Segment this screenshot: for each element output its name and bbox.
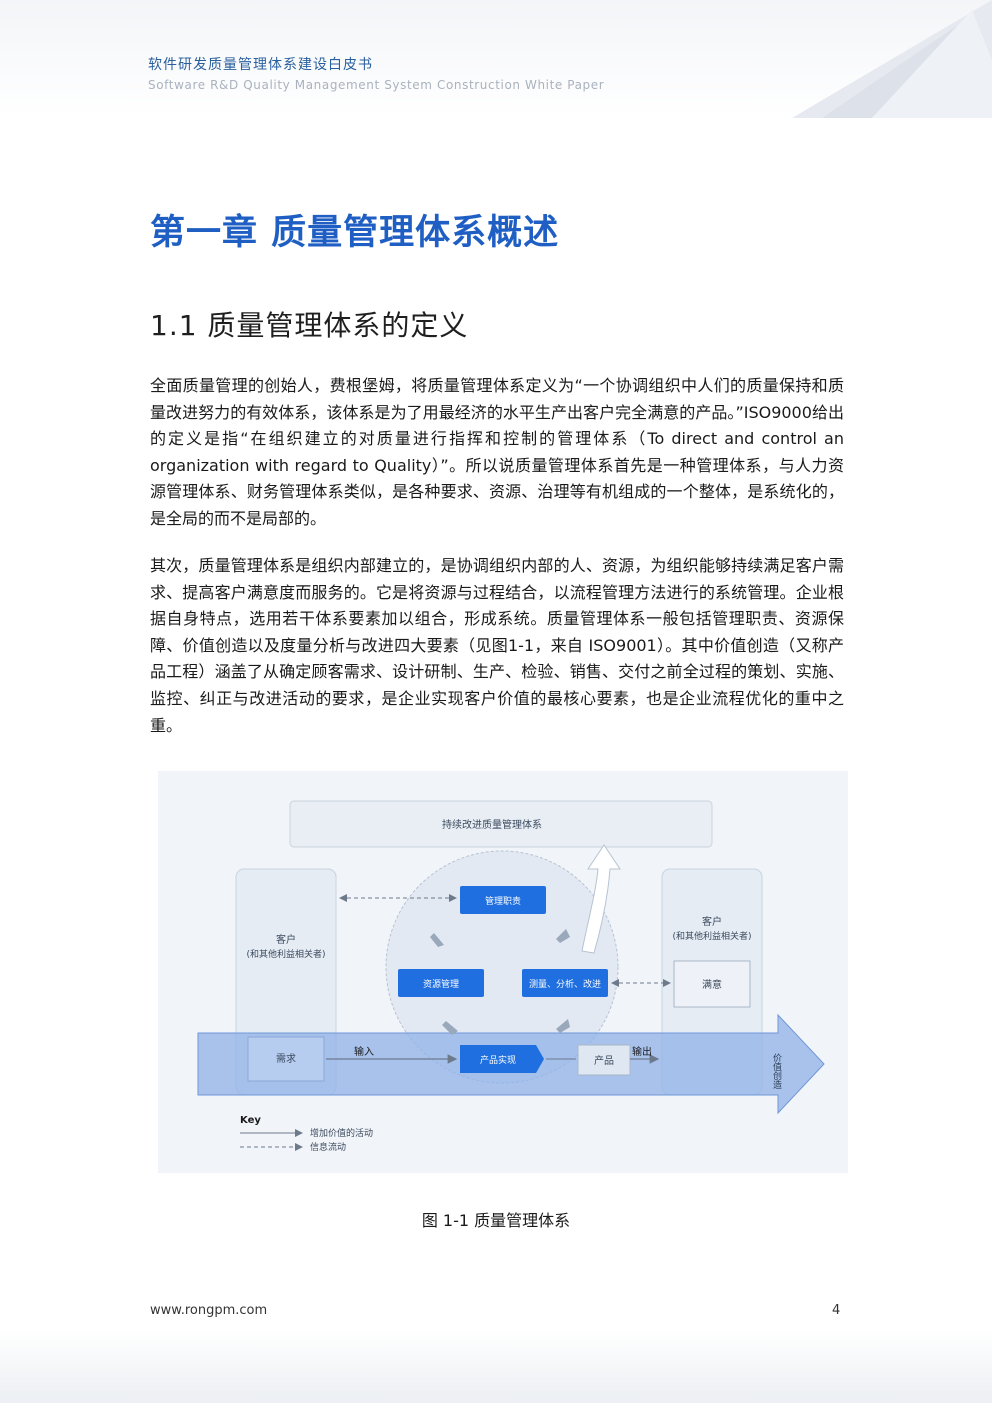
product-realization-box [460, 1045, 544, 1073]
cycle-arrow-realization-to-measurement [556, 1019, 570, 1033]
section-title: 1.1 质量管理体系的定义 [150, 309, 469, 342]
quality-management-system-figure: 持续改进质量管理体系 客户 (和其他利益相关者) 客户 (和其他利益相关者) 满… [158, 771, 848, 1173]
product-realization-label: 产品实现 [480, 1054, 516, 1066]
customer-right-sublabel: (和其他利益相关者) [672, 930, 751, 942]
satisfaction-box [673, 960, 751, 1008]
management-responsibility-label: 管理职责 [485, 895, 521, 907]
customer-left-label: 客户 [276, 933, 296, 946]
paragraph-system-elements: 其次，质量管理体系是组织内部建立的，是协调组织内部的人、资源，为组织能够持续满足… [150, 556, 844, 735]
footer-url[interactable]: www.rongpm.com [150, 1303, 268, 1318]
product-label: 产品 [594, 1054, 614, 1067]
requirements-box [247, 1036, 325, 1082]
cycle-arrow-resource-to-realization [442, 1021, 458, 1035]
header-decoration [792, 0, 992, 118]
output-label: 输出 [632, 1045, 652, 1058]
key-info-flow-label: 信息流动 [310, 1141, 346, 1153]
input-label: 输入 [354, 1045, 374, 1058]
qms-diagram: 持续改进质量管理体系 客户 (和其他利益相关者) 客户 (和其他利益相关者) 满… [197, 800, 825, 1153]
customer-right-label: 客户 [702, 915, 722, 928]
satisfaction-label: 满意 [702, 978, 722, 991]
continuous-improvement-label: 持续改进质量管理体系 [442, 818, 542, 831]
improvement-curved-arrow [581, 844, 621, 954]
resource-management-box [398, 969, 484, 997]
document-header-subtitle: Software R&D Quality Management System C… [148, 78, 605, 92]
value-creation-label: 价值创造 [771, 1053, 782, 1090]
product-box [577, 1044, 631, 1076]
cycle-arrow-management-to-resource [430, 933, 444, 947]
management-responsibility-box [460, 886, 546, 914]
document-header-title: 软件研发质量管理体系建设白皮书 [148, 57, 373, 73]
resource-management-label: 资源管理 [423, 978, 459, 990]
requirements-label: 需求 [276, 1053, 296, 1065]
page-number: 4 [832, 1303, 841, 1318]
key-title: Key [240, 1115, 261, 1126]
paragraph-definition: 全面质量管理的创始人，费根堡姆，将质量管理体系定义为“一个协调组织中人们的质量保… [150, 376, 844, 528]
chapter-title: 第一章 质量管理体系概述 [150, 213, 560, 253]
customer-left-sublabel: (和其他利益相关者) [246, 948, 325, 960]
measurement-box [522, 969, 608, 997]
cycle-arrow-measurement-to-management [556, 929, 570, 943]
footer-band [0, 1330, 992, 1403]
continuous-improvement-box [289, 800, 713, 848]
key-value-activity-label: 增加价值的活动 [310, 1127, 373, 1139]
measurement-label: 测量、分析、改进 [529, 978, 601, 990]
figure-caption: 图 1-1 质量管理体系 [421, 1211, 571, 1230]
